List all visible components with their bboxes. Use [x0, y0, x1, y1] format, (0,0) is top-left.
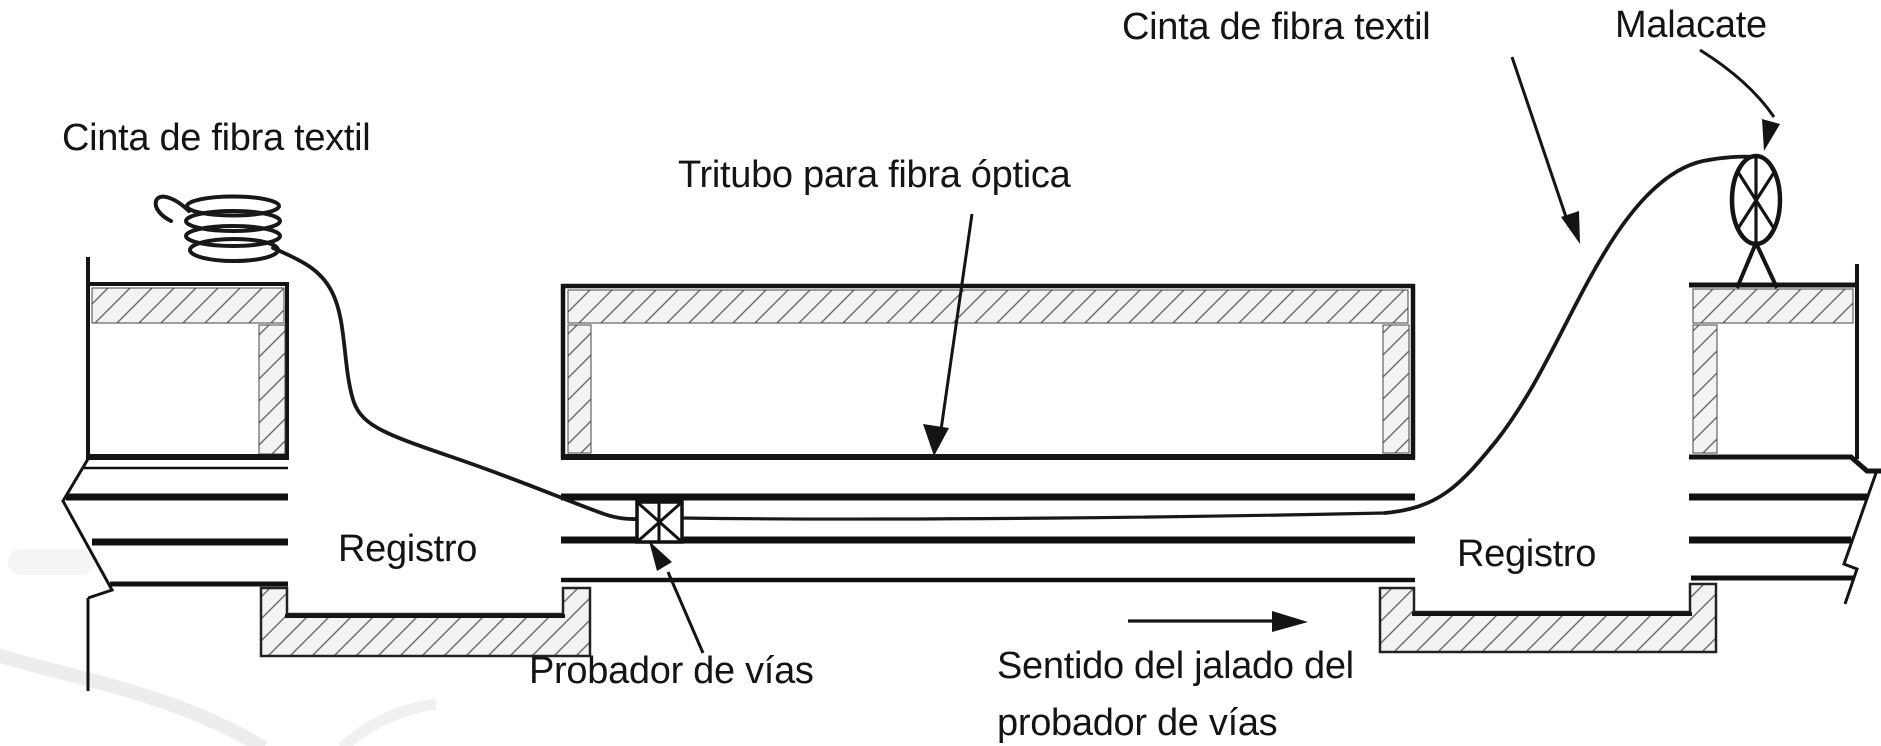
pull-direction-arrow: [1128, 611, 1308, 632]
right-ground-block: [1689, 264, 1881, 474]
winch-leader-arrow: [1699, 48, 1780, 151]
right-manhole-floor: [1378, 582, 1718, 654]
tape-right-leader-arrow: [1510, 56, 1580, 244]
label-tape-right: Cinta de fibra textil: [1122, 6, 1431, 48]
label-manhole-right: Registro: [1457, 533, 1597, 575]
textile-tape-line: [153, 154, 1756, 521]
tritube-leader-arrow: [923, 213, 974, 456]
label-manhole-left: Registro: [338, 528, 478, 570]
central-ground-block: [560, 283, 1416, 460]
label-tritube: Tritubo para fibra óptica: [678, 154, 1071, 196]
pipe-break-left-icon: [61, 458, 115, 691]
left-ground-block: [86, 257, 289, 460]
winch-icon: [1729, 153, 1783, 289]
left-manhole-floor: [259, 586, 592, 658]
label-pull-direction-line2: probador de vías: [997, 702, 1278, 744]
duct-tester-icon: [635, 500, 684, 544]
duct-tester-leader-arrow: [649, 541, 705, 654]
duct-lines-center: [561, 493, 1415, 583]
label-tape-coil-left: Cinta de fibra textil: [62, 117, 371, 159]
pipe-break-right-icon: [1842, 472, 1878, 605]
label-winch: Malacate: [1615, 4, 1767, 46]
page-curl-watermark: [0, 549, 437, 746]
duct-lines-left: [66, 466, 288, 587]
label-pull-direction-line1: Sentido del jalado del: [997, 645, 1354, 687]
label-pull-direction: Sentido del jalado del probador de vías: [997, 638, 1354, 746]
label-duct-tester: Probador de vías: [529, 650, 814, 692]
duct-lines-right: [1689, 493, 1867, 581]
tape-coil-icon: [153, 194, 282, 263]
